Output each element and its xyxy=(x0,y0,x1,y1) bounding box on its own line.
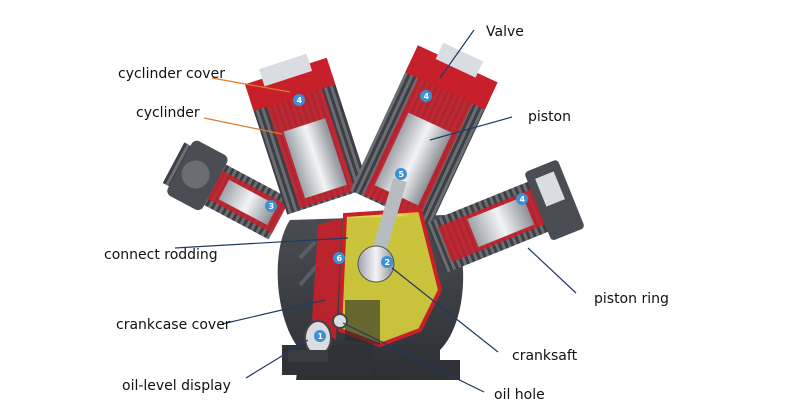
badge-3: 5 xyxy=(395,168,407,180)
svg-text:4: 4 xyxy=(520,195,526,204)
badge-5: 4 xyxy=(516,193,528,205)
badge-8: 1 xyxy=(314,330,326,342)
leader-oil-hole xyxy=(342,322,485,393)
label-oil-level-display: oil-level display xyxy=(122,378,231,394)
svg-text:4: 4 xyxy=(424,92,430,101)
label-connect-rodding: connect rodding xyxy=(104,247,218,263)
leader-cylinder xyxy=(203,117,283,135)
badge-4: 3 xyxy=(265,200,277,212)
svg-text:5: 5 xyxy=(399,170,405,179)
leader-lines xyxy=(174,29,577,393)
badge-1: 4 xyxy=(293,94,305,106)
svg-text:2: 2 xyxy=(385,258,391,267)
svg-text:3: 3 xyxy=(269,202,275,211)
label-crankcase-cover: crankcase cover xyxy=(116,317,231,333)
leader-connect-rodding xyxy=(174,237,349,249)
leader-valve xyxy=(439,29,475,79)
leader-cranksaft xyxy=(391,267,499,353)
right-cylinder xyxy=(425,160,584,274)
leader-oil-level-display xyxy=(245,339,309,379)
oil-hole-part xyxy=(332,313,348,329)
label-valve: Valve xyxy=(486,24,524,40)
label-cylinder: cyclinder xyxy=(136,105,200,121)
upper-left-cylinder xyxy=(244,53,370,215)
svg-text:1: 1 xyxy=(318,332,324,341)
label-piston: piston xyxy=(528,109,571,125)
label-cranksaft: cranksaft xyxy=(512,348,578,364)
badge-2: 4 xyxy=(420,90,432,102)
left-cylinder xyxy=(162,140,291,240)
leader-piston xyxy=(429,116,513,141)
label-oil-hole: oil hole xyxy=(494,387,545,403)
badge-7: 2 xyxy=(381,256,393,268)
leader-cylinder-cover xyxy=(211,77,291,93)
label-piston-ring: piston ring xyxy=(594,291,669,307)
badge-6: 6 xyxy=(333,252,345,264)
label-cylinder-cover: cyclinder cover xyxy=(118,66,225,82)
svg-text:6: 6 xyxy=(337,254,343,263)
upper-right-cylinder xyxy=(350,42,498,228)
leader-piston-ring xyxy=(527,247,577,294)
svg-text:4: 4 xyxy=(297,96,303,105)
leader-crankcase-cover xyxy=(221,299,326,325)
crank-cutaway xyxy=(312,178,443,348)
